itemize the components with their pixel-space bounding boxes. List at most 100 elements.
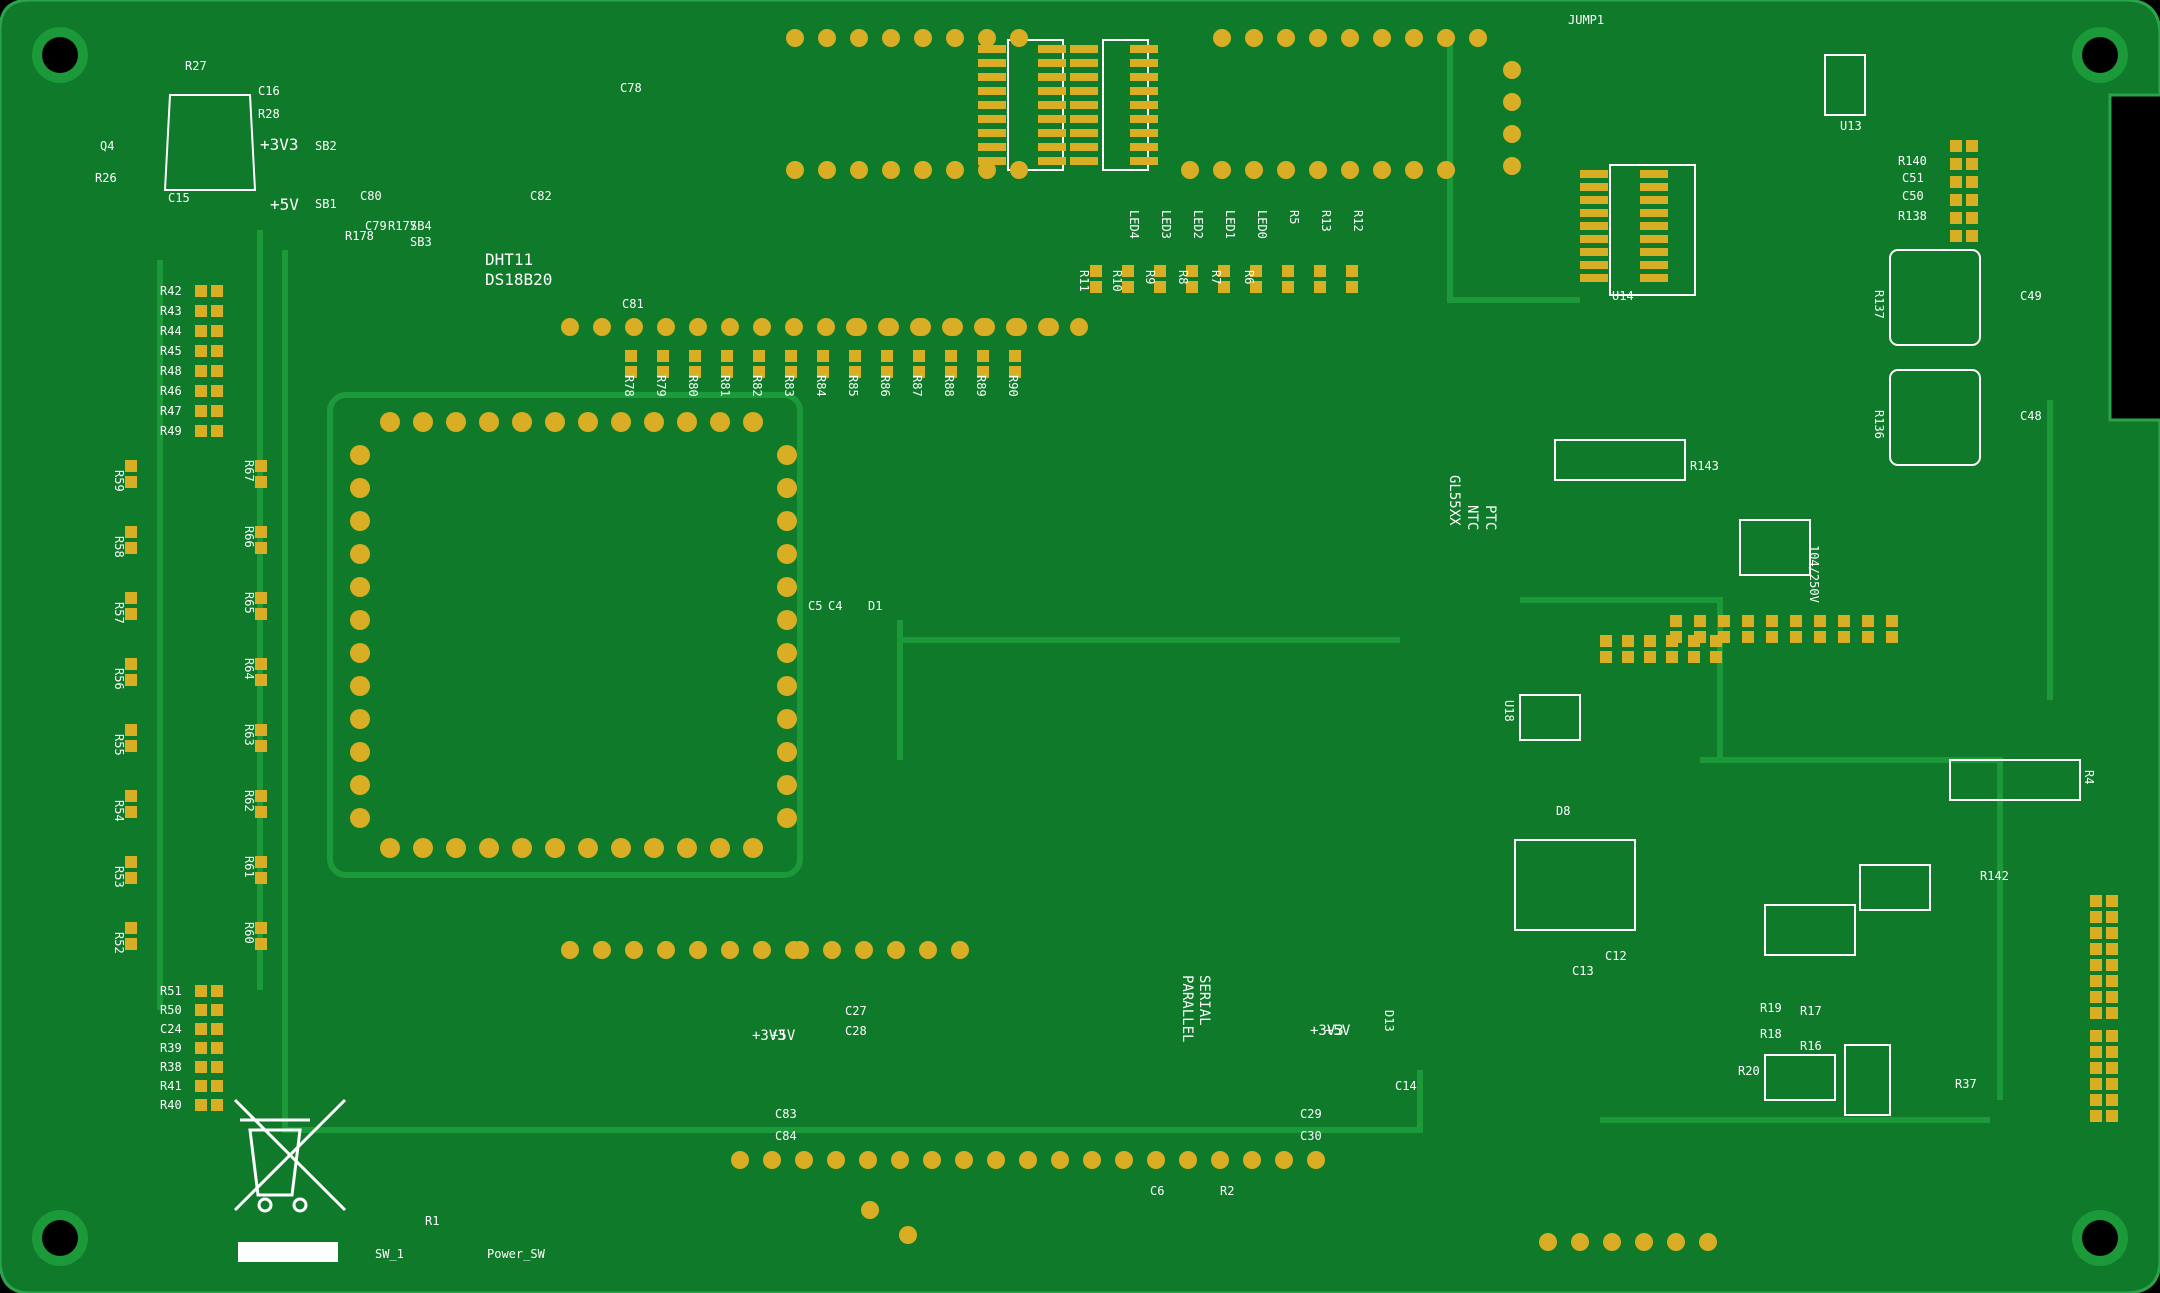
ic-pad [1580, 196, 1608, 204]
label-c49: R137 [1872, 290, 1886, 319]
label-3v3-a: +3V3 [752, 1028, 786, 1044]
component-label: R40 [160, 1098, 182, 1112]
smd-pad [125, 856, 137, 868]
smd-pad [1670, 615, 1682, 627]
component-label: R51 [160, 984, 182, 998]
module-pin [611, 838, 631, 858]
module-pin [350, 775, 370, 795]
header-pin [763, 1151, 781, 1169]
smd-pad [1950, 194, 1962, 206]
smd-pad [689, 366, 701, 378]
component-label: R5 [1287, 210, 1301, 224]
smd-pad [657, 350, 669, 362]
smd-pad [211, 365, 223, 377]
smd-pad [2106, 1078, 2118, 1090]
ic-pad [978, 101, 1006, 109]
smd-pad [2090, 1110, 2102, 1122]
header-pin [786, 29, 804, 47]
label-u15: D13 [1382, 1010, 1396, 1032]
label-c57: C14 [1395, 1079, 1417, 1093]
module-pin [777, 478, 797, 498]
header-pin [1309, 161, 1327, 179]
ic-pad [1070, 157, 1098, 165]
component-label: R38 [160, 1060, 182, 1074]
header-pin [827, 1151, 845, 1169]
smd-pad [195, 1004, 207, 1016]
header-pin [1437, 161, 1455, 179]
smd-pad [1218, 281, 1230, 293]
silkscreen-outlines [163, 39, 2081, 1116]
label-jump1: JUMP1 [1568, 13, 1604, 27]
smd-pad [2106, 1030, 2118, 1042]
module-pin [777, 808, 797, 828]
smd-pad [211, 425, 223, 437]
component-label: R61 [242, 856, 256, 878]
header-pin [946, 161, 964, 179]
smd-pad [255, 658, 267, 670]
smd-pad [1622, 635, 1634, 647]
component-label: R56 [112, 668, 126, 690]
ic-pad [1130, 45, 1158, 53]
smd-pad [255, 608, 267, 620]
smd-pad [211, 1080, 223, 1092]
header-pin [978, 29, 996, 47]
smd-pad [1670, 631, 1682, 643]
label-r27: R27 [185, 59, 207, 73]
header-pin [1211, 1151, 1229, 1169]
smd-pad [2090, 1007, 2102, 1019]
label-r2: R2 [1220, 1184, 1234, 1198]
header-pin [1603, 1233, 1621, 1251]
smd-pad [1009, 350, 1021, 362]
label-5v: +5V [270, 195, 299, 214]
smd-pad [195, 285, 207, 297]
smd-pad [2090, 911, 2102, 923]
smd-pad [785, 366, 797, 378]
smd-pad [195, 305, 207, 317]
component-label: LED0 [1255, 210, 1269, 239]
smd-pad [1966, 230, 1978, 242]
smd-pad [2106, 895, 2118, 907]
label-r178: R178 [345, 229, 374, 243]
header-pin [1699, 1233, 1717, 1251]
header-pin [846, 318, 864, 336]
label-dht11: DHT11 [485, 250, 533, 269]
smd-pad [195, 325, 207, 337]
ic-pad [1640, 209, 1668, 217]
module-pin [743, 838, 763, 858]
smd-pad [1600, 651, 1612, 663]
smd-pad [211, 405, 223, 417]
smd-pad [1766, 615, 1778, 627]
component-label: R67 [242, 460, 256, 482]
header-pin [561, 941, 579, 959]
component-label: LED4 [1127, 210, 1141, 239]
smd-pad [1742, 631, 1754, 643]
smd-pad [753, 366, 765, 378]
smd-pad [125, 658, 137, 670]
module-pin [578, 412, 598, 432]
smd-pad [195, 1042, 207, 1054]
label-u18: U18 [1502, 700, 1516, 722]
label-c81: C81 [622, 297, 644, 311]
ic-pad [1038, 73, 1066, 81]
module-pin [710, 838, 730, 858]
label-q4: Q4 [100, 139, 114, 153]
smd-pad [125, 592, 137, 604]
smd-pad [125, 872, 137, 884]
smd-pad [1950, 176, 1962, 188]
smd-pad [255, 476, 267, 488]
header-pin [1179, 1151, 1197, 1169]
smd-pad [195, 985, 207, 997]
header-pin [910, 318, 928, 336]
smd-pad [1282, 281, 1294, 293]
component-label: R63 [242, 724, 256, 746]
label-parallel: PARALLEL [1179, 975, 1195, 1042]
label-c16: C16 [258, 84, 280, 98]
component-label: R50 [160, 1003, 182, 1017]
smd-pad [211, 1099, 223, 1111]
header-pin [823, 941, 841, 959]
header-pin [923, 1151, 941, 1169]
ic-pad [1070, 87, 1098, 95]
ic-pad [1640, 261, 1668, 269]
header-pin [1469, 29, 1487, 47]
